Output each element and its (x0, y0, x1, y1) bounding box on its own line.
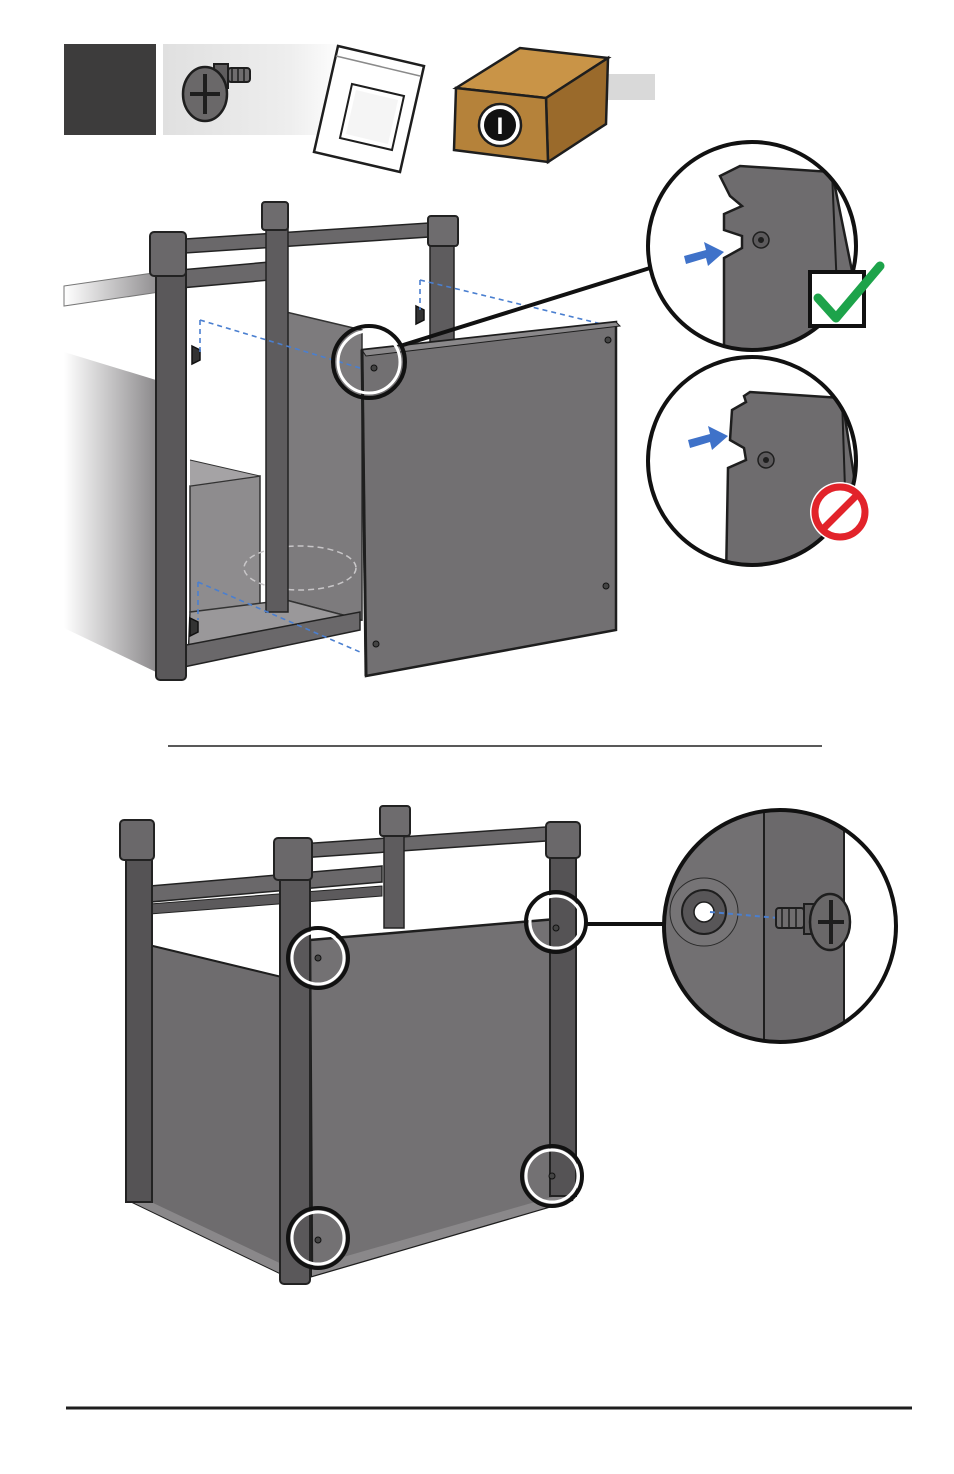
step-number-block (64, 44, 156, 135)
bottom-cabinet-assembly (119, 805, 664, 1285)
detail-incorrect (646, 355, 870, 567)
push-arrow-icon (684, 242, 724, 266)
screw-callouts (286, 890, 588, 1270)
detail-correct (646, 140, 885, 352)
screw-icon (181, 63, 251, 123)
detail-screw (662, 808, 898, 1044)
push-arrow-icon (688, 426, 728, 450)
hardware-bag-icon (312, 44, 426, 174)
top-cabinet-assembly (63, 201, 651, 681)
check-mark-icon (808, 261, 885, 328)
callout-ring-top (331, 324, 407, 400)
parts-box-icon: I (452, 46, 612, 165)
box-label: I (497, 113, 504, 140)
prohibited-icon (810, 482, 870, 542)
